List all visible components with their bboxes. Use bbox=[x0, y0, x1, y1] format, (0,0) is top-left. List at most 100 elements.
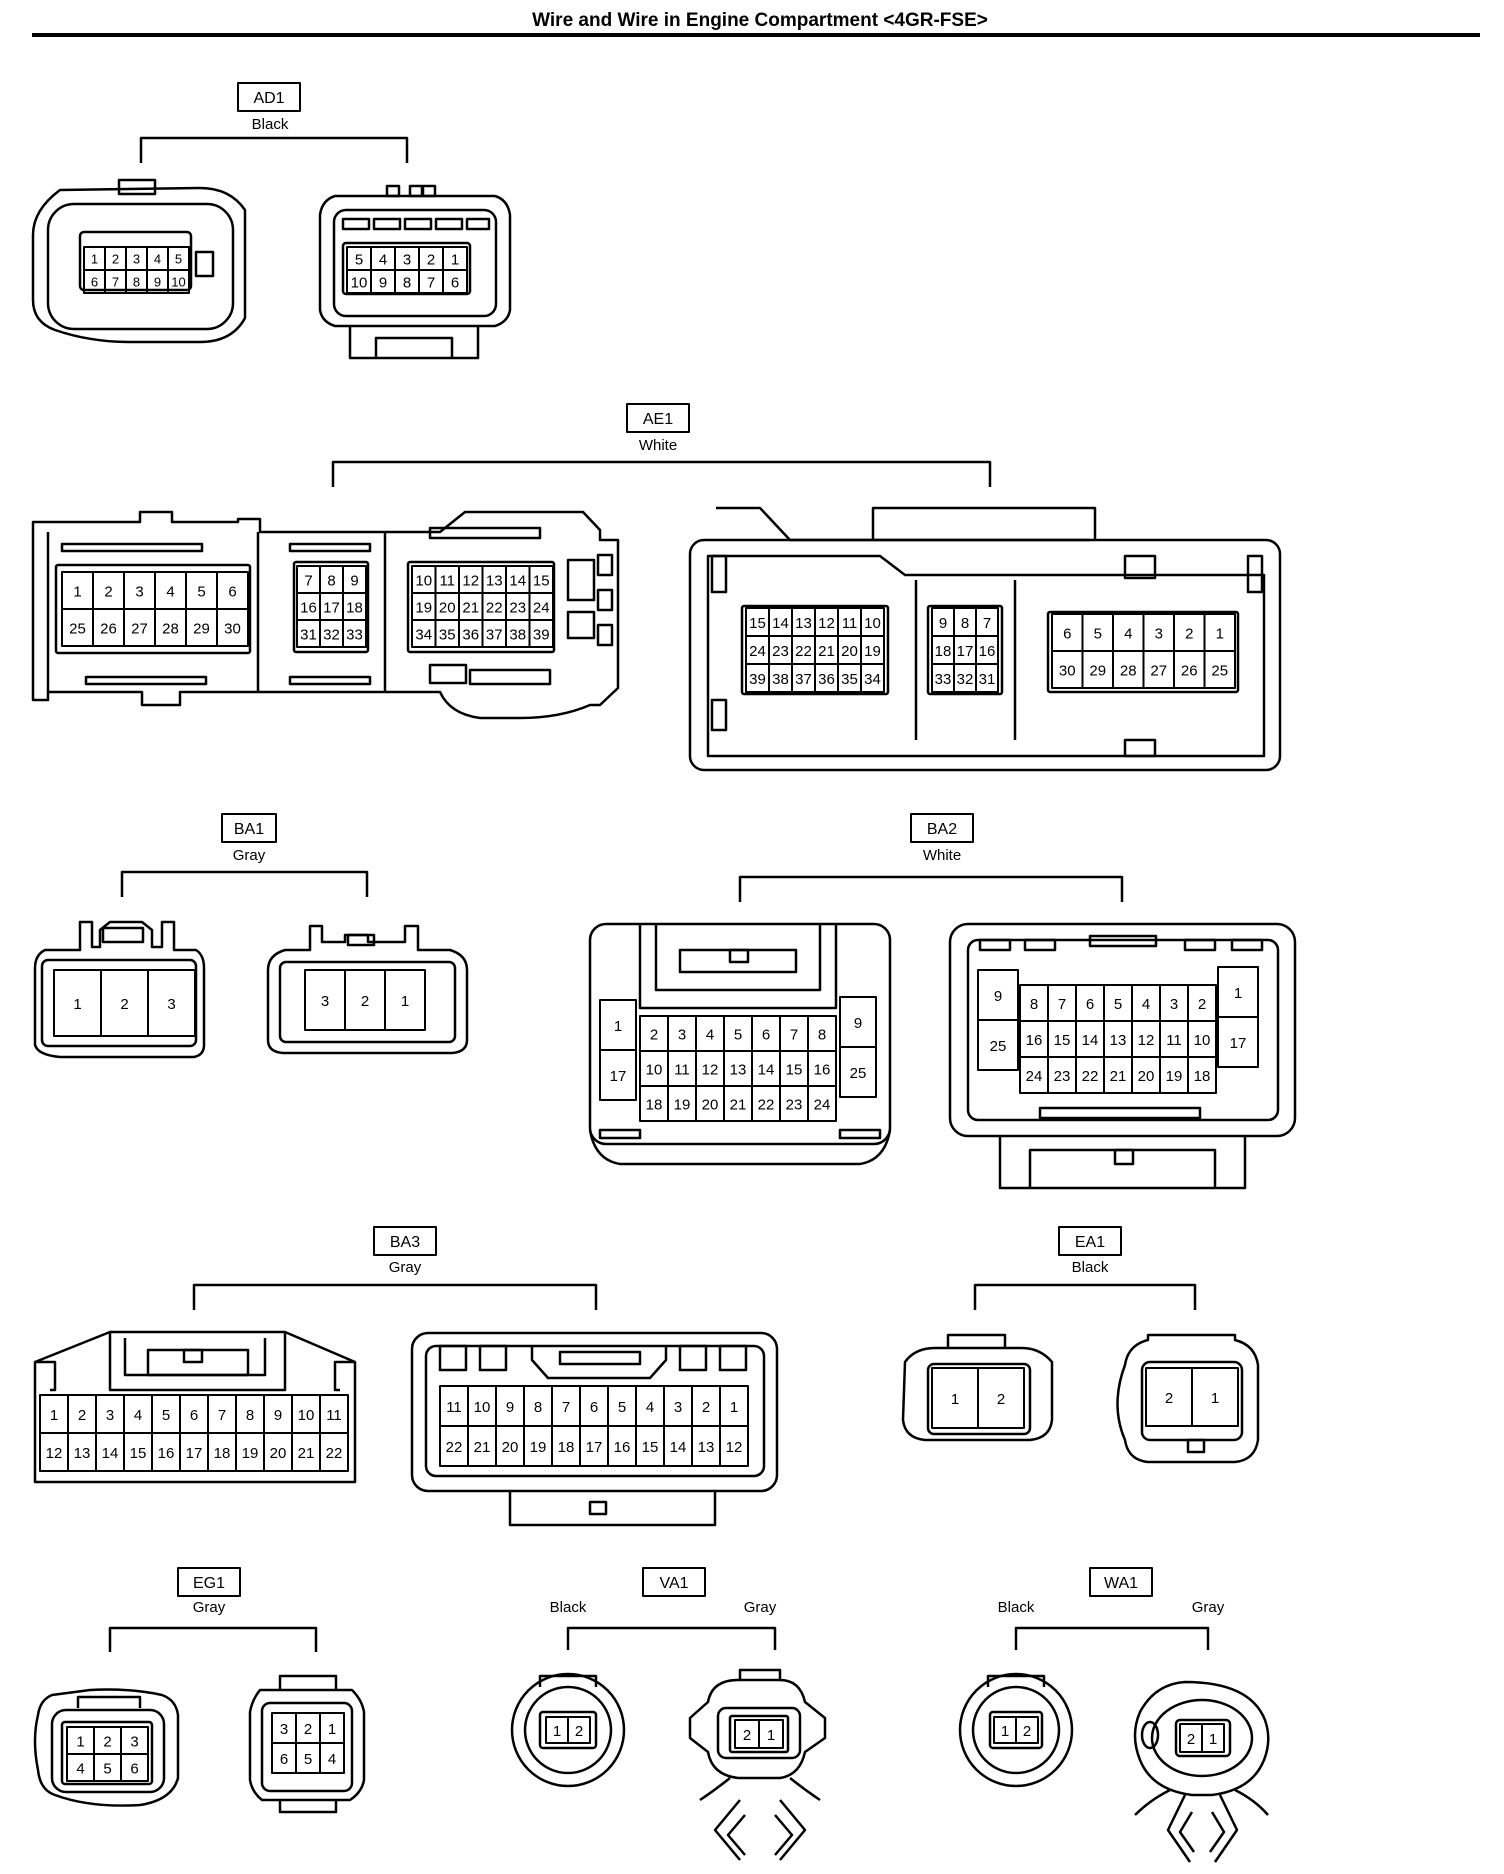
pin-number: 2 bbox=[120, 996, 128, 1013]
pin-number: 12 bbox=[818, 615, 835, 632]
pin-number: 25 bbox=[69, 621, 86, 638]
pin-cell bbox=[860, 663, 885, 693]
pin-number: 3 bbox=[321, 993, 329, 1010]
pin-number: 15 bbox=[642, 1439, 659, 1456]
pin-cell bbox=[528, 619, 554, 648]
pin-number: 9 bbox=[350, 573, 358, 590]
pin-number: 22 bbox=[326, 1445, 343, 1462]
pin-number: 21 bbox=[818, 643, 835, 660]
pin-cell bbox=[120, 1753, 149, 1782]
pin-number: 18 bbox=[646, 1097, 663, 1114]
pin-number: 3 bbox=[135, 584, 143, 601]
pin-number: 2 bbox=[1185, 626, 1193, 643]
pin-number: 2 bbox=[997, 1391, 1005, 1408]
pin-number: 11 bbox=[326, 1407, 342, 1424]
pin-number: 7 bbox=[983, 615, 991, 632]
bracket bbox=[108, 1626, 318, 1652]
pin-number: 22 bbox=[758, 1097, 775, 1114]
pin-number: 23 bbox=[786, 1097, 803, 1114]
pin-number: 14 bbox=[670, 1439, 687, 1456]
connector-code: AE1 bbox=[643, 411, 673, 428]
pin-number: 6 bbox=[451, 275, 459, 292]
connector-color: Gray bbox=[389, 1259, 422, 1276]
pin-number: 10 bbox=[171, 275, 185, 290]
pin-number: 4 bbox=[1124, 626, 1132, 643]
pin-number: 5 bbox=[618, 1399, 626, 1416]
pin-number: 5 bbox=[355, 252, 363, 269]
pin-number: 5 bbox=[175, 252, 182, 267]
pin-number: 1 bbox=[951, 1391, 959, 1408]
pin-number: 16 bbox=[158, 1445, 175, 1462]
bracket bbox=[973, 1283, 1197, 1310]
pin-number: 5 bbox=[162, 1407, 170, 1424]
pin-number: 9 bbox=[379, 275, 387, 292]
pin-number: 2 bbox=[78, 1407, 86, 1424]
pin-cell bbox=[442, 269, 468, 294]
code-box bbox=[1058, 1226, 1122, 1256]
pin-number: 22 bbox=[795, 643, 812, 660]
pin-number: 22 bbox=[1082, 1068, 1099, 1085]
pin-number: 11 bbox=[674, 1062, 690, 1079]
pin-number: 30 bbox=[224, 621, 241, 638]
pin-number: 13 bbox=[730, 1062, 747, 1079]
pin-number: 37 bbox=[795, 671, 812, 688]
pin-number: 6 bbox=[590, 1399, 598, 1416]
connector-code: BA2 bbox=[927, 821, 957, 838]
pin-number: 21 bbox=[1110, 1068, 1127, 1085]
pin-cell bbox=[167, 269, 190, 294]
pin-number: 19 bbox=[530, 1439, 547, 1456]
pin-number: 36 bbox=[462, 627, 479, 644]
pin-number: 5 bbox=[103, 1761, 111, 1778]
pin-number: 6 bbox=[762, 1027, 770, 1044]
pin-number: 18 bbox=[214, 1445, 231, 1462]
pin-number: 17 bbox=[610, 1068, 627, 1085]
pin-number: 39 bbox=[533, 627, 550, 644]
pin-number: 22 bbox=[446, 1439, 463, 1456]
pin-cell bbox=[319, 1432, 349, 1472]
pin-number: 21 bbox=[474, 1439, 491, 1456]
pin-cell bbox=[384, 969, 426, 1031]
pin-number: 2 bbox=[743, 1727, 751, 1744]
pin-number: 13 bbox=[698, 1439, 715, 1456]
pin-number: 10 bbox=[646, 1062, 663, 1079]
pin-number: 13 bbox=[795, 615, 812, 632]
pin-number: 1 bbox=[1234, 985, 1242, 1002]
pin-number: 7 bbox=[562, 1399, 570, 1416]
pin-number: 15 bbox=[130, 1445, 147, 1462]
pin-number: 9 bbox=[274, 1407, 282, 1424]
pin-number: 4 bbox=[1142, 996, 1150, 1013]
pin-number: 13 bbox=[1110, 1032, 1127, 1049]
code-box bbox=[221, 813, 277, 843]
pin-cell bbox=[719, 1425, 749, 1467]
pin-cell bbox=[1201, 1723, 1225, 1753]
pin-number: 35 bbox=[439, 627, 456, 644]
pin-number: 1 bbox=[767, 1727, 775, 1744]
pin-number: 32 bbox=[323, 627, 340, 644]
pin-number: 3 bbox=[1155, 626, 1163, 643]
pin-cell bbox=[147, 969, 196, 1037]
pin-number: 9 bbox=[506, 1399, 514, 1416]
code-box bbox=[910, 813, 974, 843]
pin-number: 16 bbox=[614, 1439, 631, 1456]
pin-number: 27 bbox=[1150, 663, 1167, 680]
pin-number: 22 bbox=[486, 600, 503, 617]
pin-number: 10 bbox=[474, 1399, 491, 1416]
pin-number: 20 bbox=[702, 1097, 719, 1114]
connector-color-left: Black bbox=[998, 1599, 1035, 1616]
pin-number: 1 bbox=[451, 252, 459, 269]
